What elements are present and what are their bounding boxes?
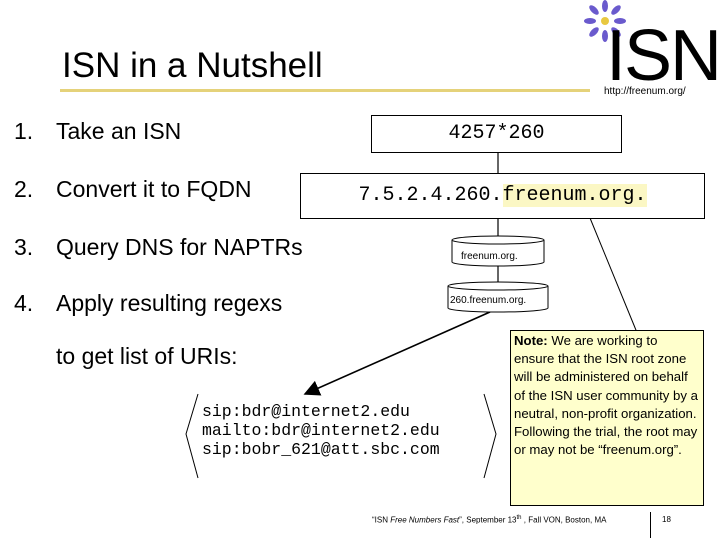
step-2: 2. Convert it to FQDN (14, 176, 252, 203)
dns-zone-cylinder (451, 235, 545, 267)
dns-subzone-cylinder (447, 281, 549, 313)
step-number: 1. (14, 118, 34, 144)
logo-url[interactable]: http://freenum.org/ (604, 86, 686, 97)
footer-italic: Free Numbers Fast (390, 515, 460, 525)
zone-label: freenum.org. (461, 251, 518, 262)
isn-value-box: 4257*260 (371, 115, 622, 153)
uri-item[interactable]: mailto:bdr@internet2.edu (202, 421, 440, 440)
footer-sup: th (516, 515, 522, 521)
flower-logo-icon (584, 0, 626, 42)
step-number: 4. (14, 290, 34, 316)
step-text: Apply resulting regexs (56, 290, 283, 316)
slide-title: ISN in a Nutshell (62, 46, 323, 85)
step-4-continuation: to get list of URIs: (56, 343, 238, 369)
subzone-label: 260.freenum.org. (450, 295, 527, 306)
step-4: 4. Apply resulting regexs (14, 290, 282, 317)
note-box: Note: We are working to ensure that the … (510, 330, 704, 506)
uri-item[interactable]: sip:bdr@internet2.edu (202, 402, 410, 421)
arrow-naptr-to-uris (303, 311, 491, 396)
note-text: We are working to ensure that the ISN ro… (514, 333, 698, 458)
page-number: 18 (662, 515, 671, 524)
footer-date: ”, September 13 (459, 515, 517, 525)
step-3: 3. Query DNS for NAPTRs (14, 234, 303, 261)
step-text: Take an ISN (56, 118, 182, 144)
uri-list: sip:bdr@internet2.edu mailto:bdr@interne… (202, 402, 440, 459)
step-number: 3. (14, 234, 34, 260)
title-underline (60, 89, 590, 92)
step-text: Convert it to FQDN (56, 176, 252, 202)
footer-citation: “ISN Free Numbers Fast”, September 13th … (372, 515, 606, 525)
note-label: Note: (514, 333, 548, 348)
step-number: 2. (14, 176, 34, 202)
step-text: Query DNS for NAPTRs (56, 234, 303, 260)
isn-logo-text: ISN (606, 16, 720, 96)
footer-divider (650, 512, 651, 538)
fqdn-suffix: freenum.org. (502, 184, 647, 207)
left-brace (185, 393, 199, 479)
footer-quote: “ISN (372, 515, 391, 525)
fqdn-box: 7.5.2.4.260.freenum.org. (300, 173, 705, 219)
uri-item[interactable]: sip:bobr_621@att.sbc.com (202, 440, 440, 459)
footer-venue: , Fall VON, Boston, MA (521, 515, 607, 525)
step-1: 1. Take an ISN (14, 118, 181, 145)
fqdn-prefix: 7.5.2.4.260. (358, 184, 503, 207)
right-brace (483, 393, 497, 479)
